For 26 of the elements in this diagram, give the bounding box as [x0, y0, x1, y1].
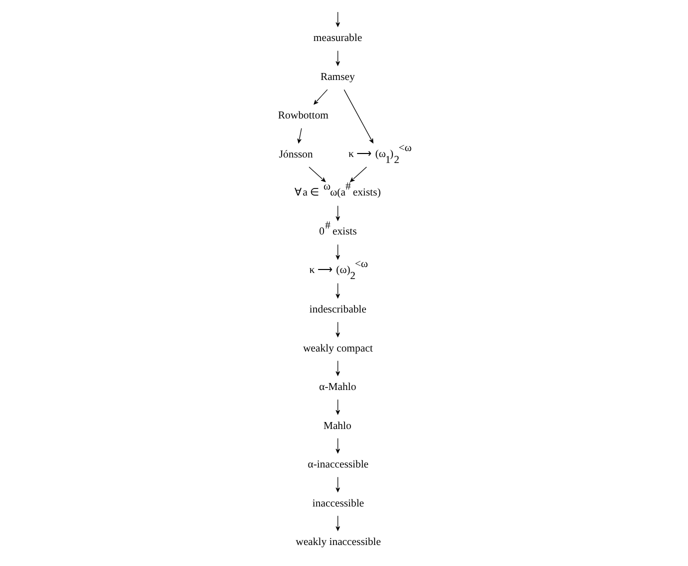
arrow — [336, 516, 340, 531]
arrow — [336, 244, 340, 260]
node-text: Rowbottom — [278, 110, 328, 122]
arrow — [297, 128, 302, 144]
node-text: measurable — [313, 32, 362, 44]
arrow — [336, 360, 340, 376]
node-text: inaccessible — [312, 497, 364, 510]
node-text: Mahlo — [323, 420, 352, 432]
arrow — [336, 50, 340, 66]
node-text: weakly inaccessible — [296, 536, 381, 548]
arrow — [350, 166, 367, 182]
arrow — [314, 89, 328, 104]
arrow — [336, 399, 340, 415]
node-text: indescribable — [309, 304, 366, 316]
node-text: Ramsey — [320, 70, 355, 83]
node-text: α-Mahlo — [319, 381, 356, 394]
arrow — [336, 205, 340, 221]
arrow — [336, 282, 340, 298]
arrow — [336, 438, 340, 454]
arrow — [336, 476, 340, 492]
arrow — [344, 89, 374, 144]
node-text: α-inaccessible — [308, 458, 369, 471]
node-text: weakly compact — [303, 342, 373, 354]
arrow — [308, 166, 326, 182]
arrow — [336, 322, 340, 338]
node-text: Jónsson — [279, 148, 313, 160]
